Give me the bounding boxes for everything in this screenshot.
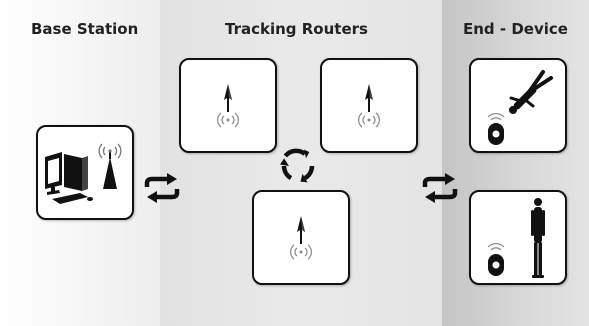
tracking-tag-icon bbox=[488, 123, 504, 145]
antenna-icon bbox=[224, 84, 232, 112]
end-device-heading: End - Device bbox=[463, 20, 568, 38]
tracking-tag-icon bbox=[488, 254, 504, 276]
antenna-icon bbox=[297, 216, 305, 244]
router-illustration bbox=[290, 216, 312, 260]
base-station-illustration bbox=[45, 143, 122, 204]
sync-arrows-icon bbox=[144, 173, 180, 203]
router-illustration bbox=[358, 84, 380, 128]
sync-arrows-icon bbox=[422, 173, 458, 203]
end-device-fall-illustration bbox=[487, 70, 553, 145]
wireless-signal-icon bbox=[358, 112, 380, 128]
end-device-card-stand bbox=[469, 190, 567, 285]
circular-arrows-icon bbox=[280, 148, 315, 183]
router-card-bottom bbox=[252, 190, 350, 285]
wireless-signal-icon bbox=[290, 244, 312, 260]
router-illustration bbox=[217, 84, 239, 128]
antenna-icon bbox=[365, 84, 373, 112]
wireless-signal-icon bbox=[98, 143, 122, 159]
base-station-heading: Base Station bbox=[31, 20, 139, 38]
router-card-right bbox=[320, 58, 418, 153]
falling-person-icon bbox=[509, 70, 553, 114]
computer-monitor-icon bbox=[45, 152, 62, 195]
router-card-left bbox=[179, 58, 277, 153]
end-device-stand-illustration bbox=[487, 198, 545, 278]
wireless-signal-icon bbox=[217, 112, 239, 128]
standing-person-icon bbox=[531, 198, 545, 278]
computer-tower-icon bbox=[64, 154, 88, 191]
wireless-signal-icon bbox=[487, 113, 505, 121]
keyboard-icon bbox=[52, 193, 88, 204]
mouse-icon bbox=[87, 197, 93, 201]
base-station-card bbox=[36, 125, 134, 220]
wireless-signal-icon bbox=[487, 243, 505, 251]
antenna-icon bbox=[103, 151, 117, 189]
tracking-routers-heading: Tracking Routers bbox=[225, 20, 368, 38]
end-device-card-fall bbox=[469, 58, 567, 153]
